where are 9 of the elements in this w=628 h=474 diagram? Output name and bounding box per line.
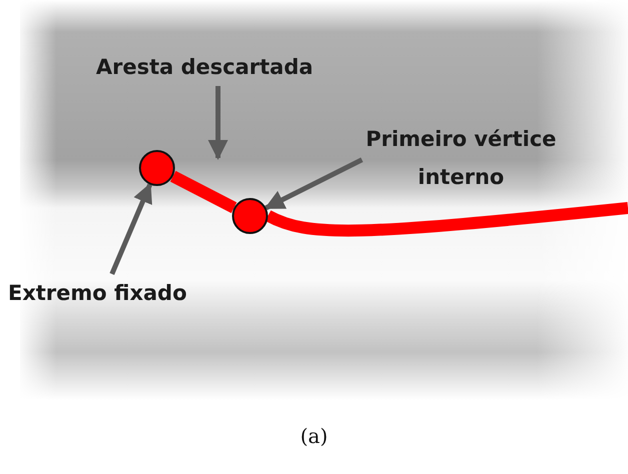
callout-label: Primeiro vértice interno	[345, 120, 577, 196]
arrow	[208, 86, 228, 160]
curve-line	[170, 170, 237, 214]
curve-line	[265, 202, 628, 236]
arrow	[110, 182, 152, 275]
callout-label: Aresta descartada	[96, 48, 346, 86]
arrow	[264, 158, 364, 210]
caption: (a)	[299, 424, 329, 448]
callout-label: Extremo fixado	[8, 274, 238, 312]
